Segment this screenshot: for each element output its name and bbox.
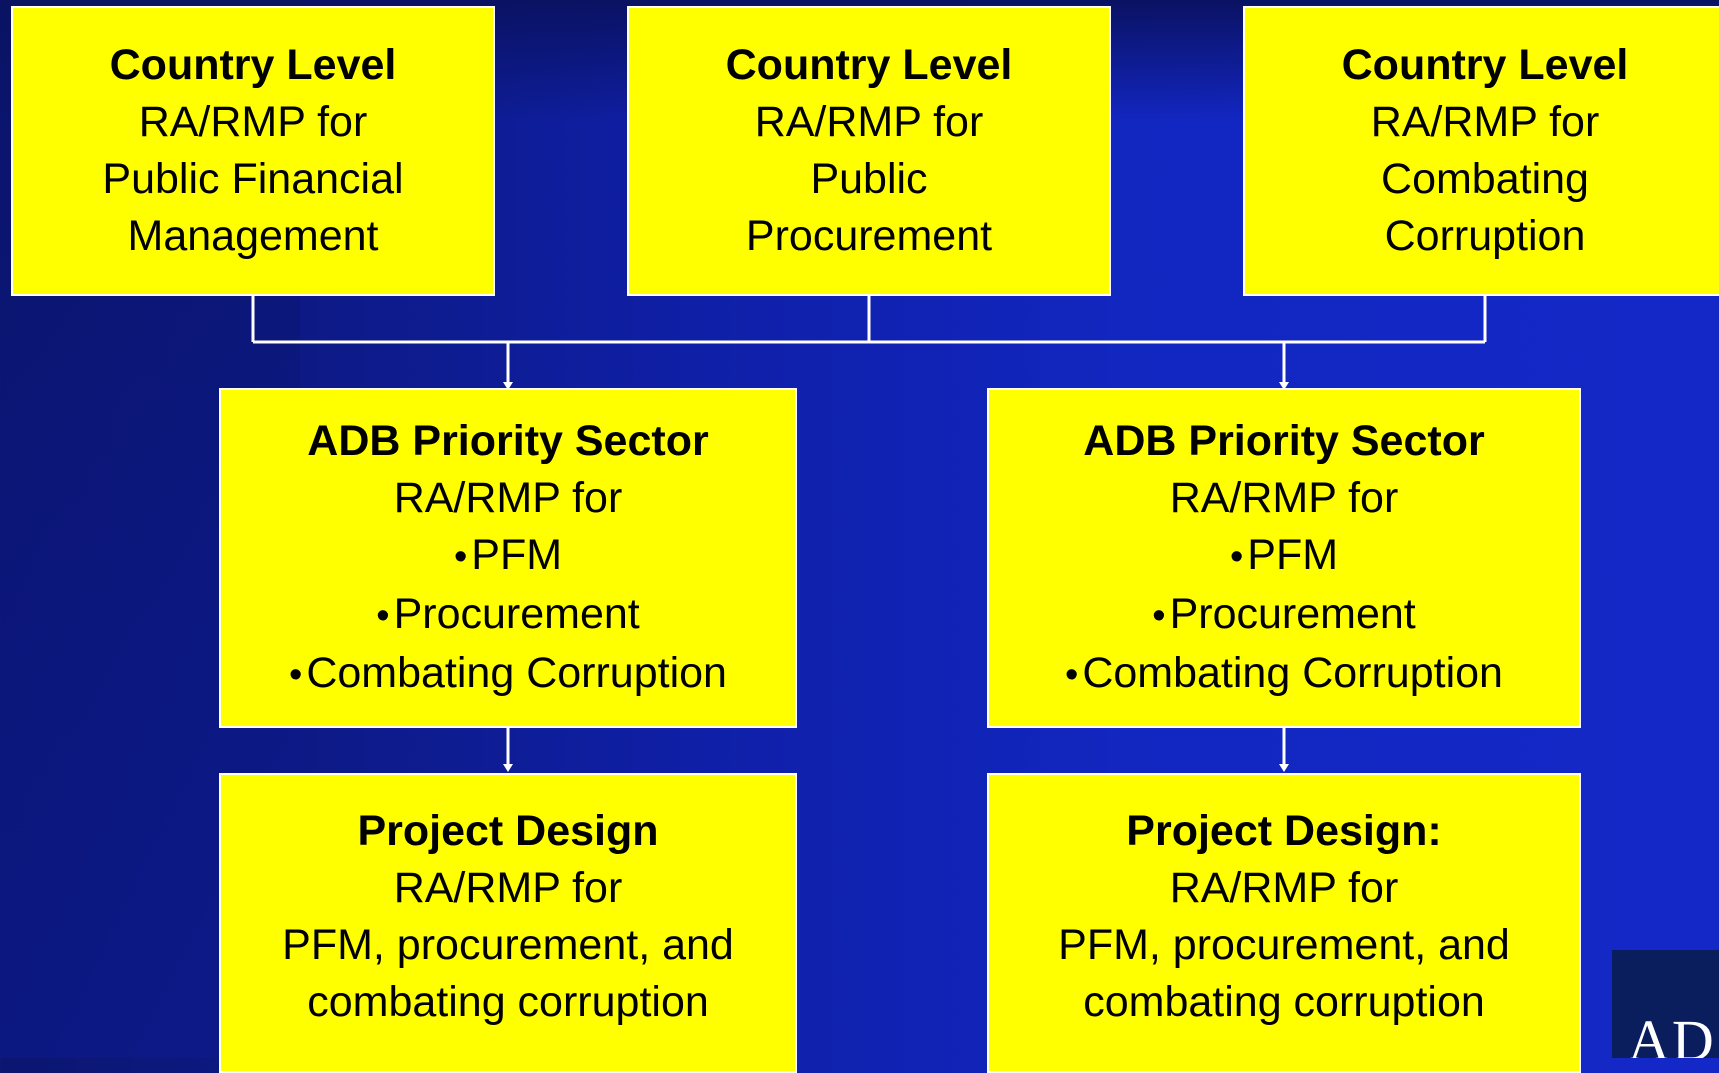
bullet-item: PFM bbox=[454, 527, 562, 586]
arrowhead-icon bbox=[1279, 764, 1289, 772]
country-box-pfm: Country Level RA/RMP for Public Financia… bbox=[11, 6, 495, 296]
country-box-corruption: Country Level RA/RMP for Combating Corru… bbox=[1243, 6, 1719, 296]
box-line: combating corruption bbox=[1083, 978, 1485, 1026]
sector-box-right: ADB Priority Sector RA/RMP for PFM Procu… bbox=[987, 388, 1581, 728]
bullet-item: PFM bbox=[1230, 527, 1338, 586]
box-title: Country Level bbox=[725, 41, 1013, 89]
country-box-procurement: Country Level RA/RMP for Public Procurem… bbox=[627, 6, 1111, 296]
box-title: Country Level bbox=[109, 41, 397, 89]
bullet-item: Procurement bbox=[376, 586, 640, 645]
box-line: Public Financial bbox=[102, 155, 404, 203]
project-box-right: Project Design: RA/RMP for PFM, procurem… bbox=[987, 773, 1581, 1073]
box-line: PFM, procurement, and bbox=[282, 921, 734, 969]
arrowhead-icon bbox=[1279, 382, 1289, 390]
box-line: Public bbox=[810, 155, 928, 203]
bullet-item: Procurement bbox=[1152, 586, 1416, 645]
box-line: RA/RMP for bbox=[138, 98, 368, 146]
bullet-item: Combating Corruption bbox=[1065, 645, 1503, 704]
logo-text: AD bbox=[1628, 1008, 1716, 1059]
arrowhead-icon bbox=[503, 382, 513, 390]
adb-logo: AD bbox=[1612, 950, 1719, 1058]
box-line: Management bbox=[127, 212, 379, 260]
box-line: Procurement bbox=[745, 212, 993, 260]
box-title: ADB Priority Sector bbox=[307, 416, 709, 465]
project-box-left: Project Design RA/RMP for PFM, procureme… bbox=[219, 773, 797, 1073]
box-line: combating corruption bbox=[307, 978, 709, 1026]
box-line: PFM, procurement, and bbox=[1058, 921, 1510, 969]
box-line: Corruption bbox=[1384, 212, 1586, 260]
bullet-item: Combating Corruption bbox=[289, 645, 727, 704]
box-line: RA/RMP for bbox=[393, 473, 623, 522]
box-line: Combating bbox=[1381, 155, 1589, 203]
box-title: Project Design: bbox=[1126, 807, 1442, 855]
box-line: RA/RMP for bbox=[1370, 98, 1600, 146]
box-title: Project Design bbox=[357, 807, 659, 855]
box-line: RA/RMP for bbox=[754, 98, 984, 146]
box-line: RA/RMP for bbox=[1169, 473, 1399, 522]
sector-box-left: ADB Priority Sector RA/RMP for PFM Procu… bbox=[219, 388, 797, 728]
box-line: RA/RMP for bbox=[393, 864, 623, 912]
box-line: RA/RMP for bbox=[1169, 864, 1399, 912]
box-title: Country Level bbox=[1341, 41, 1629, 89]
arrowhead-icon bbox=[503, 764, 513, 772]
box-title: ADB Priority Sector bbox=[1083, 416, 1485, 465]
